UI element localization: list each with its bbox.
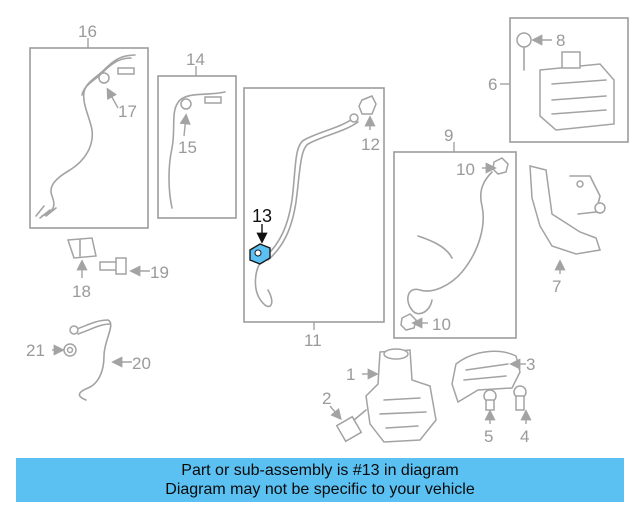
- info-banner: Part or sub-assembly is #13 in diagram D…: [16, 458, 624, 502]
- part-5: 5: [483, 389, 497, 446]
- callout-9: 9: [444, 126, 453, 145]
- group-16: 16 17: [29, 22, 149, 229]
- group-9: 9 10 10: [393, 126, 517, 339]
- part-7: 7: [529, 165, 606, 296]
- callout-7: 7: [552, 277, 561, 296]
- part-20: 20: [69, 319, 151, 401]
- part-4: 4: [513, 385, 532, 446]
- group-6: 8 6: [488, 17, 629, 143]
- callout-5: 5: [484, 427, 493, 446]
- callout-17: 17: [118, 102, 137, 121]
- banner-line-2: Diagram may not be specific to your vehi…: [165, 481, 475, 498]
- callout-4: 4: [520, 427, 529, 446]
- callout-2: 2: [322, 389, 331, 408]
- callout-1: 1: [346, 365, 355, 384]
- banner-line-1: Part or sub-assembly is #13 in diagram: [181, 462, 459, 479]
- callout-10a: 10: [456, 160, 475, 179]
- callout-20: 20: [132, 354, 151, 373]
- callout-18: 18: [72, 282, 91, 301]
- callout-21: 21: [26, 341, 45, 360]
- callout-15: 15: [178, 138, 197, 157]
- part-2: 2: [322, 389, 367, 443]
- part-18: 18: [66, 237, 97, 301]
- group-14: 14 15: [157, 50, 237, 219]
- callout-3: 3: [526, 355, 535, 374]
- callout-11: 11: [304, 331, 322, 350]
- group-11: 11 12 13: [243, 87, 385, 350]
- callout-16: 16: [78, 22, 97, 41]
- callout-19: 19: [150, 263, 169, 282]
- part-21: 21: [26, 341, 77, 360]
- part-1: 1: [346, 348, 437, 443]
- part-13-highlighted[interactable]: [249, 243, 271, 265]
- callout-14: 14: [186, 50, 205, 69]
- callout-8: 8: [556, 31, 565, 50]
- callout-13: 13: [252, 206, 272, 226]
- part-3: 3: [451, 350, 535, 404]
- callout-6: 6: [488, 75, 497, 94]
- callout-12: 12: [361, 135, 380, 154]
- callout-10b: 10: [432, 315, 451, 334]
- part-19: 19: [99, 257, 169, 282]
